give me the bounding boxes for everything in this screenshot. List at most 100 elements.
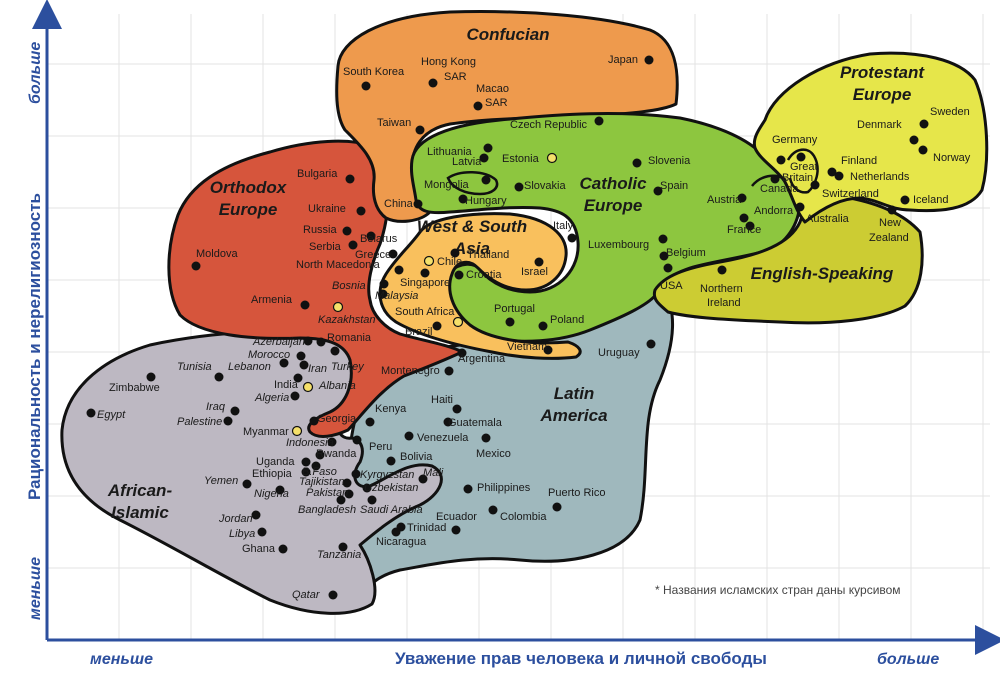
x-axis-high-label: больше <box>877 651 939 668</box>
country-label: Germany <box>772 134 818 146</box>
country-label: Macao <box>476 83 509 95</box>
country-marker <box>770 174 780 184</box>
country-marker <box>291 425 303 437</box>
country-points <box>86 55 929 600</box>
country-marker <box>483 143 493 153</box>
y-axis-title: Рациональность и нерелигиозность <box>25 193 44 500</box>
country-label: Finland <box>841 155 877 167</box>
y-axis-low-label: меньше <box>27 557 44 620</box>
country-marker <box>452 404 462 414</box>
country-label: Yemen <box>204 475 238 487</box>
country-label: Bolivia <box>400 451 433 463</box>
country-label: Vietnam <box>507 341 547 353</box>
country-label: Kyrgyzstan <box>360 469 414 481</box>
country-label: Netherlands <box>850 171 910 183</box>
country-marker <box>388 249 398 259</box>
country-label: Rwanda <box>316 448 357 460</box>
country-marker <box>443 417 453 427</box>
country-label: Thailand <box>467 249 509 261</box>
country-marker <box>303 336 313 346</box>
country-marker <box>418 474 428 484</box>
country-marker <box>514 182 524 192</box>
country-marker <box>810 180 820 190</box>
country-label: Italy <box>553 220 574 232</box>
outline-canada <box>751 174 787 187</box>
country-marker <box>316 337 326 347</box>
country-marker <box>348 240 358 250</box>
country-marker <box>646 339 656 349</box>
country-marker <box>301 467 311 477</box>
outline-great-britain <box>786 148 819 194</box>
country-marker <box>451 525 461 535</box>
country-marker <box>223 416 233 426</box>
country-label: Tajikistan <box>299 476 344 488</box>
country-marker <box>737 193 747 203</box>
country-marker <box>365 417 375 427</box>
country-label: Morocco <box>248 349 290 361</box>
country-label: Myanmar <box>243 426 289 438</box>
country-marker <box>481 433 491 443</box>
country-label: Pakistan <box>306 487 348 499</box>
country-marker <box>352 435 362 445</box>
country-label: Uganda <box>256 456 295 468</box>
country-label: Trinidad <box>407 522 446 534</box>
country-label: Andorra <box>754 205 794 217</box>
country-label: Azerbaijan <box>252 336 305 348</box>
country-label: Japan <box>608 54 638 66</box>
country-label: Egypt <box>97 409 126 421</box>
country-marker <box>632 158 642 168</box>
country-marker <box>452 316 464 328</box>
country-marker <box>230 406 240 416</box>
country-label: Ukraine <box>308 203 346 215</box>
country-label: Spain <box>660 180 688 192</box>
country-label: Sweden <box>930 106 970 118</box>
country-label: Qatar <box>292 589 321 601</box>
country-label: Chile <box>437 256 462 268</box>
country-label: Iceland <box>913 194 948 206</box>
country-marker <box>659 251 669 261</box>
country-label: Palestine <box>177 416 222 428</box>
country-label: Switzerland <box>822 188 879 200</box>
region-catholic-europe <box>410 112 802 343</box>
country-label: Ethiopia <box>252 468 293 480</box>
country-label: Croatia <box>466 269 502 281</box>
country-marker <box>458 194 468 204</box>
country-marker <box>191 261 201 271</box>
country-label: Lebanon <box>228 361 271 373</box>
country-marker <box>338 542 348 552</box>
country-marker <box>454 270 464 280</box>
country-marker <box>309 416 319 426</box>
country-marker <box>796 152 806 162</box>
country-marker <box>413 199 423 209</box>
country-label: Latvia <box>452 156 482 168</box>
country-marker <box>900 195 910 205</box>
country-marker <box>86 408 96 418</box>
country-marker <box>739 213 749 223</box>
country-label: Iraq <box>206 401 226 413</box>
country-marker <box>344 489 354 499</box>
country-marker <box>290 391 300 401</box>
country-label: Bangladesh <box>298 504 356 516</box>
country-label: Mongolia <box>424 179 470 191</box>
country-label: South Africa <box>395 306 455 318</box>
country-label: Colombia <box>500 511 547 523</box>
country-marker <box>330 346 340 356</box>
country-label: Czech Republic <box>510 119 588 131</box>
region-sub-outlines <box>446 148 819 196</box>
country-label: Austria <box>707 194 742 206</box>
country-marker <box>366 231 376 241</box>
country-marker <box>457 348 467 358</box>
country-marker <box>386 456 396 466</box>
country-label: Slovenia <box>648 155 691 167</box>
country-marker <box>534 257 544 267</box>
footnote: * Названия исламских стран даны курсивом <box>655 583 901 597</box>
country-label: Kazakhstan <box>318 314 375 326</box>
country-marker <box>717 265 727 275</box>
country-label: Australia <box>806 213 850 225</box>
country-label: Luxembourg <box>588 239 649 251</box>
